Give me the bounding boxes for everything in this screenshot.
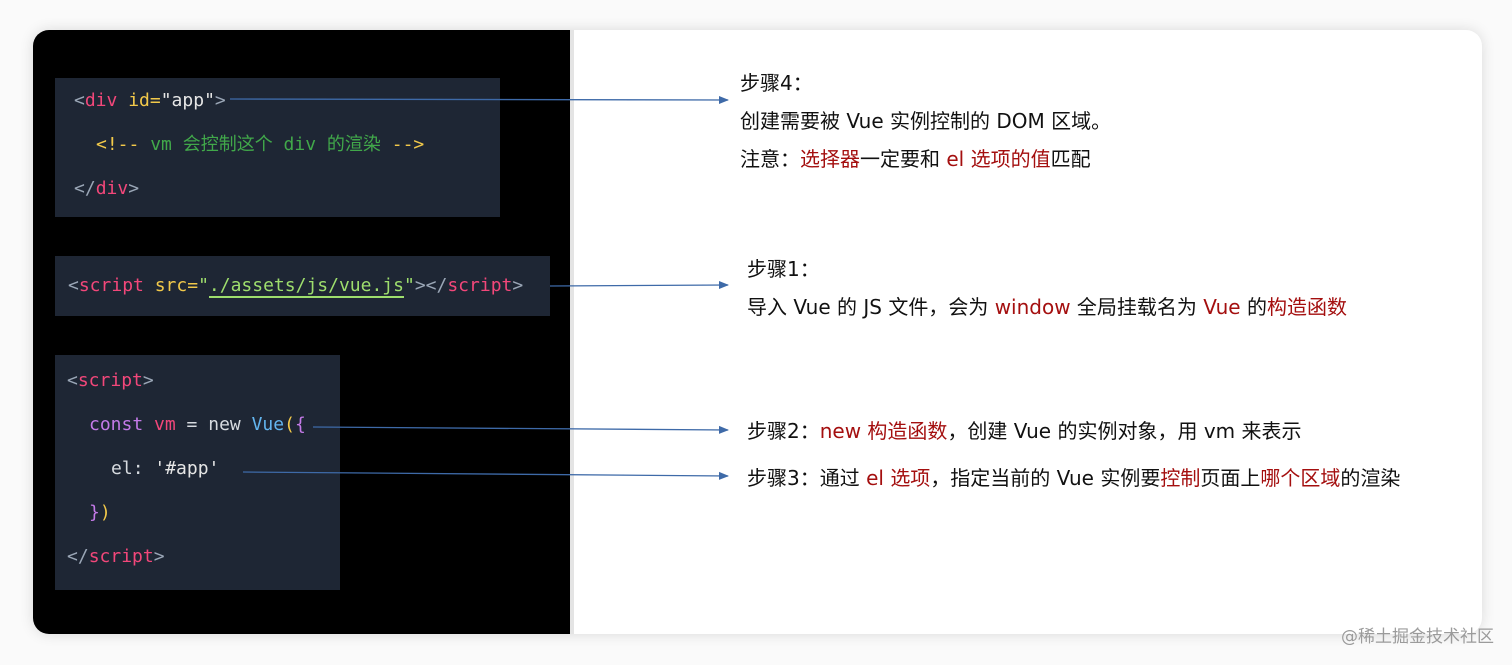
connector-arrows	[229, 95, 729, 480]
step3-text: 的渲染	[1340, 466, 1401, 490]
step3-highlight: el 选项	[866, 466, 931, 490]
step4-text: 注意：	[740, 147, 800, 171]
code-token: <	[74, 90, 85, 111]
code-token: <	[67, 370, 78, 391]
code-line: <!-- vm 会控制这个 div 的渲染 -->	[96, 133, 424, 157]
code-token: )	[99, 502, 111, 523]
code-token: script	[447, 275, 513, 296]
code-token: script	[78, 275, 144, 296]
code-token: (	[284, 414, 295, 435]
step3-highlight: 控制	[1160, 466, 1201, 490]
note-step4: 步骤4： 创建需要被 Vue 实例控制的 DOM 区域。 注意：选择器一定要和 …	[740, 64, 1111, 178]
arrow-step1	[549, 281, 729, 290]
code-token: el	[111, 458, 133, 479]
step4-line2: 注意：选择器一定要和 el 选项的值匹配	[740, 140, 1111, 178]
step1-text: 的	[1240, 295, 1267, 319]
step2-text: 步骤2：	[747, 419, 820, 443]
step1-line1: 导入 Vue 的 JS 文件，会为 window 全局挂载名为 Vue 的构造函…	[747, 288, 1347, 326]
note-step3: 步骤3：通过 el 选项，指定当前的 Vue 实例要控制页面上哪个区域的渲染	[747, 459, 1400, 497]
code-token: </	[67, 546, 89, 567]
step4-title: 步骤4：	[740, 71, 813, 95]
code-token: ></	[414, 275, 448, 296]
panel-divider	[570, 30, 574, 634]
code-token: </	[74, 178, 96, 199]
step4-line1: 创建需要被 Vue 实例控制的 DOM 区域。	[740, 109, 1112, 133]
note-step2: 步骤2：new 构造函数，创建 Vue 的实例对象，用 vm 来表示	[747, 412, 1302, 450]
code-token: "	[198, 275, 209, 296]
code-path: ./assets/js/vue.js	[208, 275, 404, 298]
code-token: id=	[128, 90, 161, 111]
code-line: </script>	[67, 545, 165, 569]
code-line: <script>	[67, 369, 154, 393]
code-token: <!--	[96, 134, 140, 155]
code-token: {	[294, 414, 306, 435]
code-token: <	[68, 275, 79, 296]
code-panel: <div id="app"> <!-- vm 会控制这个 div 的渲染 -->…	[33, 30, 570, 634]
code-token: div	[84, 90, 118, 111]
code-line: el: '#app'	[111, 457, 219, 481]
code-line: })	[89, 501, 111, 525]
step3-text: ，指定当前的 Vue 实例要	[930, 466, 1161, 490]
step4-highlight: 选择器	[800, 147, 860, 171]
step1-text: 导入 Vue 的 JS 文件，会为	[747, 295, 995, 319]
code-token: new	[208, 414, 241, 435]
code-block-div: <div id="app"> <!-- vm 会控制这个 div 的渲染 -->…	[55, 78, 500, 217]
step4-text: 一定要和	[860, 147, 947, 171]
code-token: div	[95, 178, 129, 199]
step3-text: 步骤3：通过	[747, 466, 867, 490]
step1-highlight: window	[994, 295, 1071, 319]
step2-highlight: new 构造函数	[819, 419, 948, 443]
code-token: >	[153, 546, 165, 567]
code-line: </div>	[74, 177, 139, 201]
code-token: src=	[143, 275, 199, 296]
step3-text: 页面上	[1200, 466, 1261, 490]
code-token: >	[512, 275, 524, 296]
code-line: const vm = new Vue({	[89, 413, 306, 437]
code-comment: vm 会控制这个 div 的渲染	[139, 134, 392, 155]
code-line: <script src="./assets/js/vue.js"></scrip…	[68, 274, 523, 298]
code-block-script-src: <script src="./assets/js/vue.js"></scrip…	[55, 256, 550, 316]
step4-highlight: el 选项的值	[946, 147, 1051, 171]
step3-highlight: 哪个区域	[1260, 466, 1341, 490]
code-token: :	[132, 458, 144, 479]
note-step1: 步骤1： 导入 Vue 的 JS 文件，会为 window 全局挂载名为 Vue…	[747, 250, 1347, 326]
arrow-step2	[312, 425, 729, 434]
code-token: >	[142, 370, 154, 391]
code-token: script	[88, 546, 154, 567]
watermark: @稀土掘金技术社区	[1341, 627, 1494, 647]
arrow-step4	[229, 95, 729, 104]
code-token: >	[128, 178, 140, 199]
code-token: >	[214, 90, 226, 111]
code-token: }	[89, 502, 100, 523]
code-token: "app"	[160, 90, 215, 111]
step1-text: 全局挂载名为	[1070, 295, 1204, 319]
code-token: '#app'	[154, 458, 220, 479]
step1-highlight: 构造函数	[1266, 295, 1347, 319]
code-token: "	[403, 275, 415, 296]
step1-title: 步骤1：	[747, 257, 820, 281]
code-token: -->	[391, 134, 425, 155]
code-token: const	[89, 414, 144, 435]
step2-text: ，创建 Vue 的实例对象，用 vm 来表示	[947, 419, 1302, 443]
step4-text: 匹配	[1050, 147, 1091, 171]
step1-highlight: Vue	[1203, 295, 1241, 319]
code-token: script	[77, 370, 143, 391]
code-token: =	[175, 414, 209, 435]
code-block-new-vue: <script> const vm = new Vue({ el: '#app'…	[55, 355, 340, 590]
arrow-step3	[242, 471, 729, 480]
diagram-card: <div id="app"> <!-- vm 会控制这个 div 的渲染 -->…	[33, 30, 1482, 634]
code-token: vm	[154, 414, 176, 435]
code-token: Vue	[251, 414, 285, 435]
code-line: <div id="app">	[74, 89, 226, 113]
